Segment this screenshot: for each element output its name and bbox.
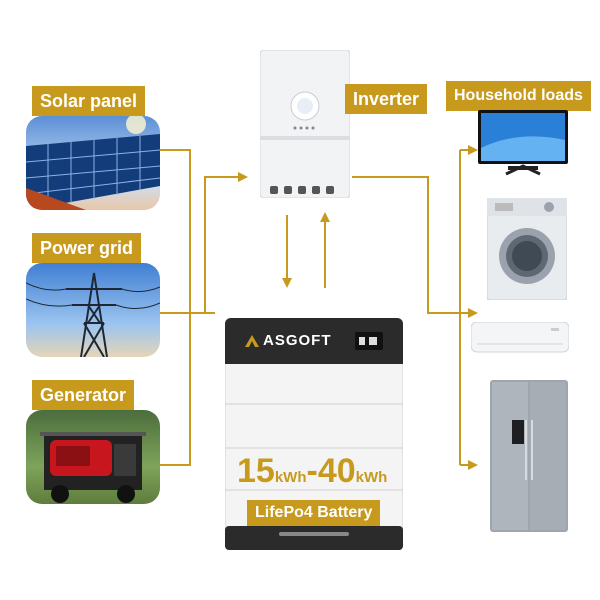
tv-icon — [478, 110, 568, 176]
inverter-label: Inverter — [345, 84, 428, 114]
power-grid-pylon-image — [26, 263, 160, 357]
brand-logo-icon — [245, 335, 259, 347]
power-grid-label: Power grid — [32, 233, 142, 263]
battery-capacity: 15kWh-40kWh — [237, 452, 387, 491]
refrigerator-icon — [490, 380, 568, 532]
battery-chemistry-label: LifePo4 Battery — [247, 500, 381, 526]
battery-brand: ASGOFT — [263, 332, 332, 349]
capacity-unit-min: kWh — [274, 469, 307, 486]
washing-machine-icon — [487, 198, 567, 300]
capacity-max: 40 — [317, 452, 356, 490]
solar-panel-label: Solar panel — [32, 86, 146, 116]
battery-unit: ASGOFT 15kWh-40kWh LifePo4 Battery — [225, 318, 403, 550]
capacity-dash: - — [306, 452, 318, 490]
capacity-min: 15 — [237, 452, 275, 490]
solar-panel-image — [26, 116, 160, 210]
household-loads-label: Household loads — [446, 81, 591, 111]
generator-image — [26, 410, 160, 504]
air-conditioner-icon — [471, 322, 569, 356]
generator-label: Generator — [32, 380, 135, 410]
inverter-image — [260, 50, 350, 198]
capacity-unit-max: kWh — [355, 469, 388, 486]
